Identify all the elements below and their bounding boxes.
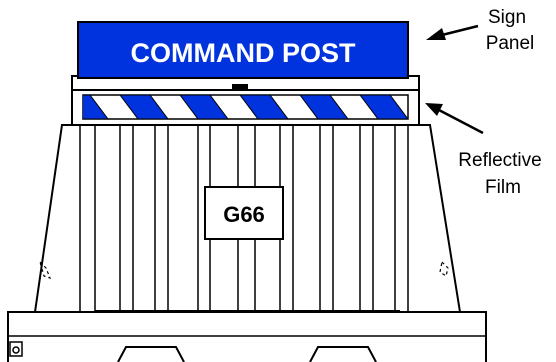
callout-sign-panel: Sign Panel [426,7,534,54]
callout-sign-panel-line1: Sign [488,7,526,28]
unit-label-box [204,186,284,240]
callout-reflective-film: Reflective Film [425,103,542,198]
callout-reflective-film-line2: Film [485,177,521,198]
base-block [7,311,487,362]
reflective-stripe [83,95,109,119]
reflective-stripe [299,95,349,119]
sign-panel [77,21,409,79]
reflective-stripe [119,95,169,119]
callout-reflective-film-arrowhead [425,103,443,116]
callout-sign-panel-line2: Panel [486,33,535,54]
base-foot-left [117,346,185,362]
sign-panel-text: COMMAND POST [131,38,356,68]
base-bolt [9,341,23,357]
reflective-stripes [83,95,468,119]
callout-reflective-film-arrow [436,107,484,135]
reflective-stripe [239,95,289,119]
reflective-stripe [420,95,468,119]
callout-sign-panel-arrow [437,24,479,38]
reflective-stripe [359,95,408,119]
sign-base-notch [232,84,248,90]
side-handle-left [38,259,52,279]
callout-reflective-film-line1: Reflective [458,150,541,171]
callout-sign-panel-arrowhead [426,28,446,40]
base-foot-right [309,346,377,362]
unit-label-text: G66 [223,202,265,227]
reflective-stripe [179,95,229,119]
